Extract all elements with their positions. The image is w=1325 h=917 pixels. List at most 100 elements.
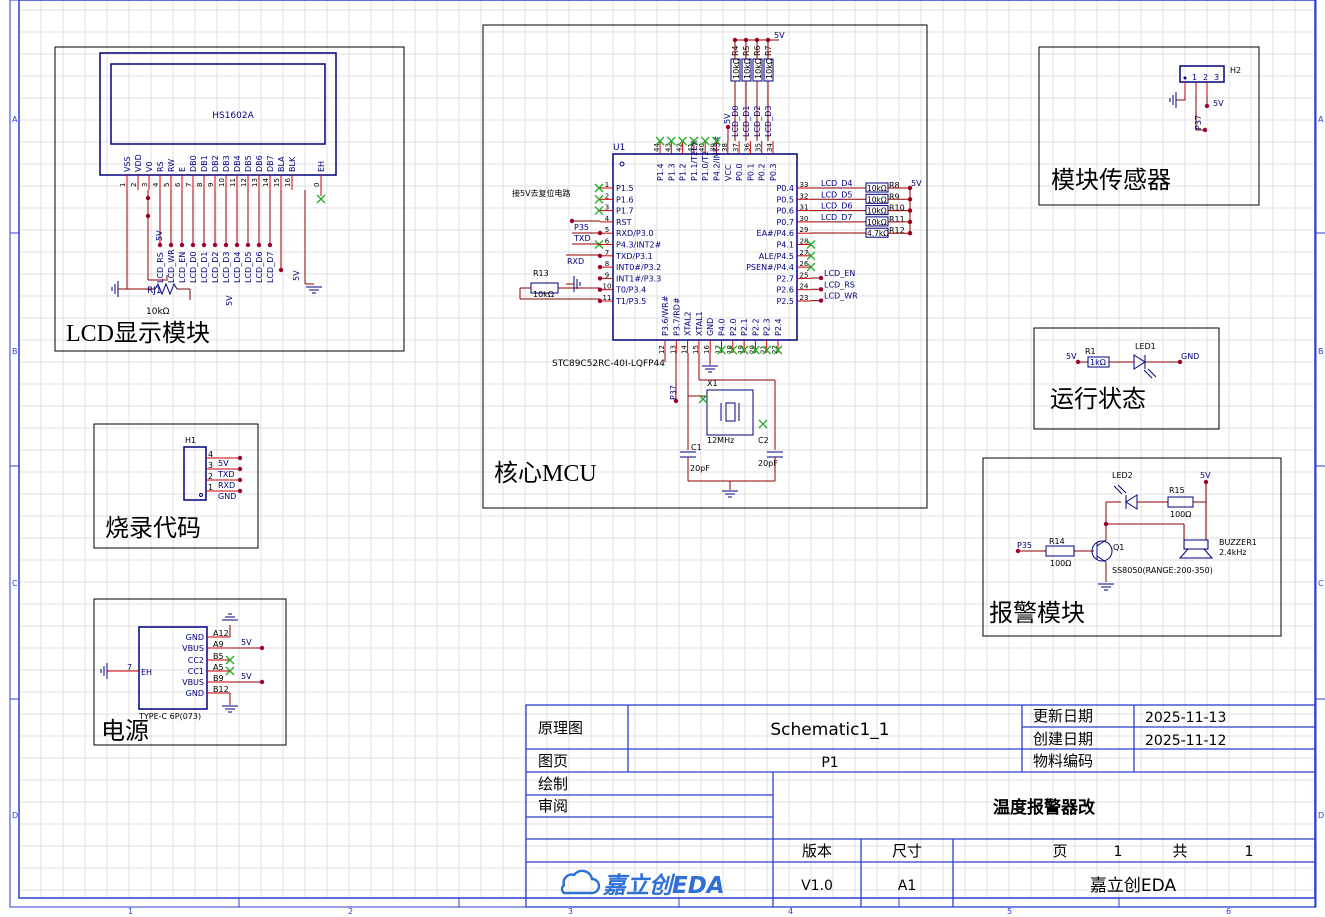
mcu-left-pin-name: T1/P3.5: [615, 297, 646, 306]
mcu-ctrl-net: LCD_RS: [824, 280, 855, 289]
mcu-bottom-pin-number: 18: [726, 345, 734, 354]
lcd-pin-number: 0: [313, 183, 321, 187]
lcd-net-label: LCD_D1: [200, 252, 209, 283]
c1-ref: C1: [691, 443, 702, 452]
right-res-value: 4.7kΩ: [867, 229, 889, 238]
no-connect-icon: [806, 251, 816, 261]
mcu-p35-net: P35: [574, 223, 589, 232]
zone-row-b-right: B: [1318, 347, 1324, 356]
mcu-block-title: 核心MCU: [494, 460, 597, 487]
lcd-pin-number: 5: [163, 183, 171, 187]
tb-bom-label: 物料编码: [1033, 752, 1093, 770]
no-connect-icon: [762, 345, 772, 355]
tb-page-label: 图页: [538, 752, 568, 770]
ground-icon: [573, 276, 581, 292]
alarm-r15-value: 100Ω: [1170, 510, 1191, 519]
no-connect-icon: [698, 394, 708, 404]
mcu-right-pin-number: 24: [800, 283, 809, 291]
mcu-bottom-pin-name: XTAL2: [684, 311, 693, 336]
p37-dot: [673, 398, 679, 404]
lcd-pin-number: 8: [196, 183, 204, 187]
alarm-q-part: SS8050(RANGE:200-350): [1112, 566, 1213, 575]
zone-row-d-right: D: [1318, 811, 1324, 820]
mcu-bottom-pin-name: P4.0: [718, 318, 727, 336]
right-res-value: 10kΩ: [867, 195, 887, 204]
lcd-pot-value: 10kΩ: [146, 307, 170, 317]
lcd-block: [54, 46, 405, 352]
mcu-top-pin-name: P1.0/T2: [701, 151, 710, 181]
right-res-value: 10kΩ: [867, 218, 887, 227]
mcu-top-pin-name: P0.3: [769, 163, 778, 181]
mcu-bottom-pin-number: 19: [737, 345, 745, 354]
mcu-dot: [597, 230, 603, 236]
alarm-q-ref: Q1: [1113, 543, 1124, 552]
mcu-top-pin-name: VCC: [724, 164, 733, 181]
power-pin-id: A12: [213, 629, 229, 638]
alarm-buzzer-ref: BUZZER1: [1219, 538, 1257, 547]
alarm-block: [982, 457, 1282, 637]
right-res-ref: R12: [889, 226, 905, 235]
mcu-left-dot: [597, 276, 603, 281]
zone-row-c-right: C: [1318, 579, 1324, 588]
zone-labels: A B C D A B C D 1 2 3 4 5 6: [12, 115, 1324, 916]
sensor-pin-3: 3: [1214, 73, 1219, 82]
power-pin-name: CC1: [188, 667, 204, 676]
power-pin-name: CC2: [188, 656, 204, 665]
alarm-5v: 5V: [1200, 471, 1211, 480]
sensor-pin-1: 1: [1192, 73, 1197, 82]
tb-updated: 2025-11-13: [1145, 710, 1226, 726]
mcu-ctrl-dot: [818, 298, 824, 303]
status-led-circuit: 5V 1kΩ R1 GND LED1: [1066, 342, 1199, 379]
lcd-net-dot: [212, 242, 218, 248]
no-connect-stroke: [689, 136, 699, 146]
crystal-body: [706, 389, 754, 436]
mcu-right-pin-number: 25: [800, 271, 809, 279]
vcc-dot: [725, 124, 731, 130]
mcu-right-pin-number: 27: [800, 249, 809, 257]
mcu-right-pin-number: 28: [800, 238, 809, 246]
mcu-bottom-pin-number: 15: [692, 345, 700, 354]
no-connect-icon: [316, 194, 326, 204]
status-gnd: GND: [1181, 352, 1199, 361]
flash-block: [93, 423, 259, 549]
mcu-left-dot: [597, 264, 603, 270]
lcd-pin-name: DB7: [266, 155, 275, 172]
mcu-top-pin-number: 44: [653, 143, 661, 152]
mcu-top-pin-name: P0.1: [746, 163, 755, 181]
mcu-block: [482, 24, 928, 509]
mcu-left-pin-name: TXD/P3.1: [615, 252, 653, 261]
mcu-top-pin-number: 43: [664, 143, 672, 152]
tb-logo: 嘉立创EDA: [560, 869, 725, 899]
mcu-left-pin-number: 6: [605, 238, 610, 246]
mcu-right-pin-name: P0.6: [776, 207, 794, 216]
mcu-left-dot: [597, 287, 603, 292]
mcu-bottom-pin-name: GND: [706, 318, 715, 336]
mcu-top-pin-name: P4.2/INT3#: [713, 135, 722, 181]
mcu-right-pin-number: 33: [800, 181, 809, 189]
lcd-pin-number: 7: [185, 183, 193, 187]
title-block-text: 原理图 Schematic1_1 图页 P1 绘制 审阅 更新日期 2025-1…: [538, 707, 1253, 896]
mcu-left-pin-number: 3: [605, 204, 609, 212]
mcu-bottom-pin-number: 17: [715, 345, 723, 354]
lcd-gnd-symbol: [111, 281, 127, 297]
power-pin-id: B9: [213, 674, 224, 683]
mcu-right-net: LCD_D6: [821, 202, 852, 211]
flash-pin-number: 2: [208, 472, 213, 481]
tb-page-no: 1: [1114, 844, 1123, 860]
tb-total-label: 共: [1172, 842, 1187, 860]
zone-row-a-right: A: [1318, 115, 1324, 124]
no-connect-stroke: [717, 345, 726, 355]
no-connect-stroke: [806, 240, 816, 249]
flash-pin-dot: [237, 455, 243, 461]
lcd-block-title: LCD显示模块: [66, 320, 210, 347]
mcu-top-pin-name: P1.2: [679, 163, 688, 181]
no-connect-stroke: [700, 136, 710, 146]
mcu-bottom-pin-name: P2.1: [740, 318, 749, 336]
alarm-r14-value: 100Ω: [1050, 559, 1071, 568]
mcu-left-pin-name: P1.6: [616, 195, 634, 204]
zone-row-c: C: [12, 579, 18, 588]
right-res-ref: R11: [889, 215, 905, 224]
no-connect-icon: [689, 136, 699, 146]
lcd-net-label: LCD_WR: [167, 249, 176, 283]
mcu-left-pin-name: INT1#/P3.3: [616, 274, 661, 283]
